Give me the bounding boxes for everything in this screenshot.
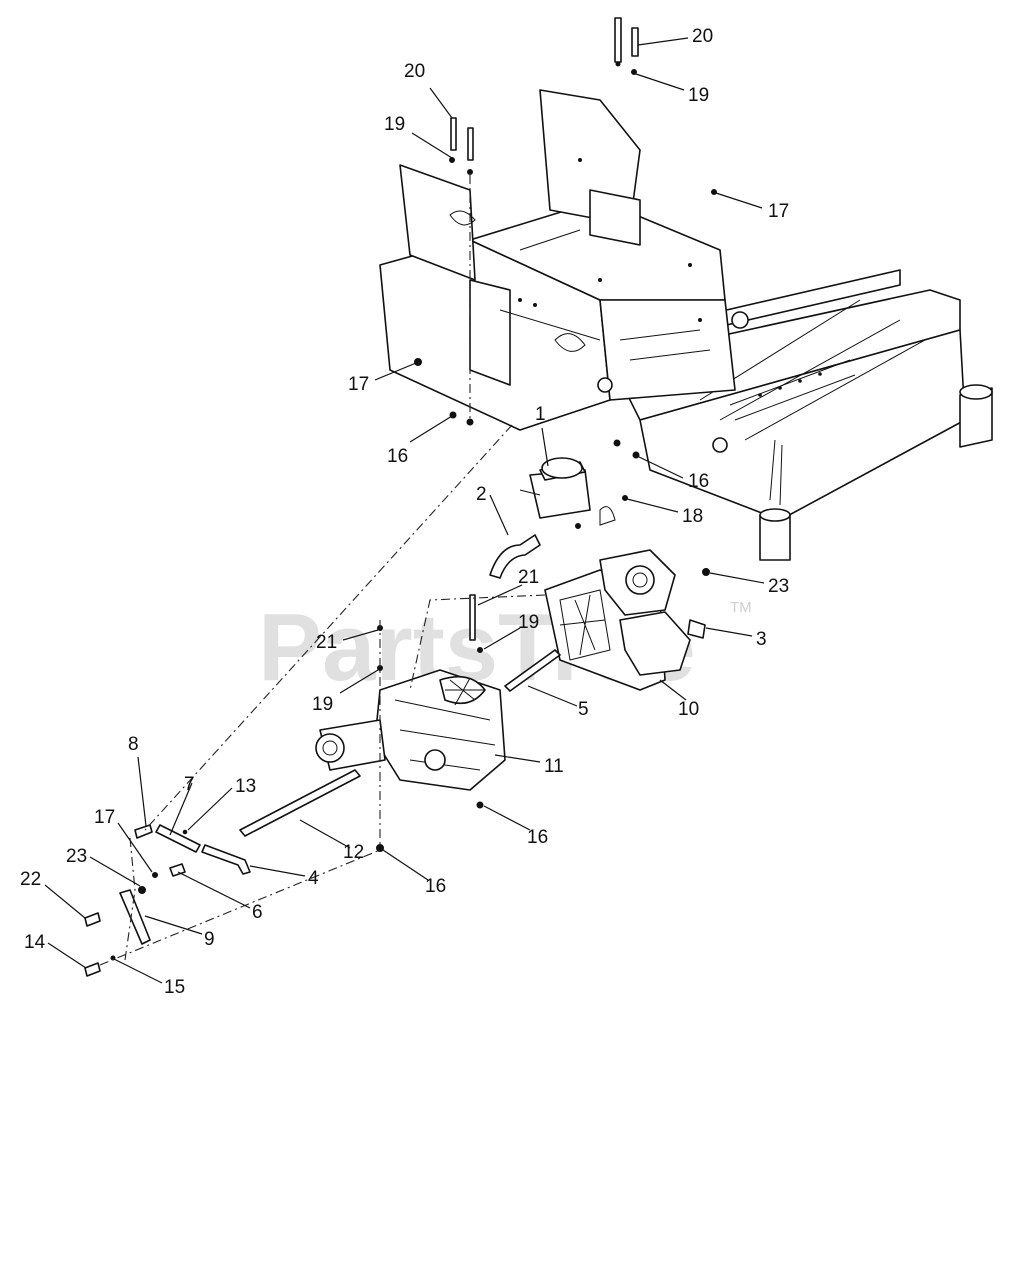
frame-bracket-top	[589, 189, 641, 246]
callout-15: 15	[164, 977, 185, 998]
callout-18: 18	[682, 506, 703, 527]
callout-19-left: 19	[384, 114, 405, 135]
control-rod-5	[504, 649, 561, 692]
caster-cup-top	[759, 508, 791, 522]
callout-2: 2	[476, 484, 487, 505]
callout-19-top: 19	[688, 85, 709, 106]
right-transaxle-motor	[619, 611, 691, 676]
nut-17-linkage	[152, 872, 158, 878]
fitting-3	[687, 619, 706, 639]
callout-17-right: 17	[768, 201, 789, 222]
callout-3: 3	[756, 629, 767, 650]
callout-19-left-trans: 19	[312, 694, 333, 715]
nut-19-top	[631, 69, 637, 75]
callout-17-linkage: 17	[94, 807, 115, 828]
nut-19-left-b	[467, 169, 473, 175]
callout-19-center: 19	[518, 612, 539, 633]
alignment-line-link	[124, 837, 136, 961]
frame-bracket-left	[469, 279, 511, 386]
nut-16-left-b	[466, 418, 474, 426]
seat-mount-plate-right	[539, 89, 641, 226]
bolt-20-top-b	[631, 27, 639, 57]
callout-14: 14	[24, 932, 46, 953]
callout-13: 13	[235, 776, 256, 797]
left-transaxle	[315, 594, 506, 852]
callout-16-trans: 16	[527, 827, 548, 848]
callout-20-left: 20	[404, 61, 425, 82]
frame-bushing-left	[597, 377, 613, 393]
bolt-14	[84, 962, 101, 977]
callout-21-center: 21	[518, 567, 539, 588]
callout-labels: 20 19 20 19 17 17 16 1 16 2 18 21 23 21 …	[20, 26, 789, 998]
nut-23-linkage	[138, 886, 146, 894]
washer-top	[615, 61, 621, 67]
callout-23-right: 23	[768, 576, 789, 597]
callout-12: 12	[343, 842, 364, 863]
callout-11: 11	[544, 756, 564, 777]
callout-4: 4	[308, 868, 319, 889]
callout-16-left: 16	[387, 446, 408, 467]
callout-23-linkage: 23	[66, 846, 87, 867]
screw-18	[622, 495, 628, 501]
callout-8: 8	[128, 734, 139, 755]
control-linkage	[84, 824, 251, 977]
callout-17-left: 17	[348, 374, 369, 395]
bolt-20-left-b	[467, 127, 474, 161]
callout-22: 22	[20, 869, 41, 890]
nut-23-right	[702, 568, 710, 576]
oil-reservoir	[519, 457, 616, 529]
nut-16-trans	[476, 801, 484, 809]
right-transaxle	[544, 549, 710, 691]
link-4	[201, 844, 251, 875]
callout-20-top: 20	[692, 26, 713, 47]
nut-16-lower	[376, 844, 384, 852]
link-7	[155, 824, 201, 853]
callout-9: 9	[204, 929, 215, 950]
bolt-20-left	[450, 117, 457, 151]
hydraulic-hose	[489, 534, 541, 579]
lever-9	[119, 889, 151, 945]
alignment-line-trans	[409, 594, 546, 691]
callout-7: 7	[184, 774, 195, 795]
seat-mount-plate-left	[399, 164, 476, 281]
frame-assembly	[379, 89, 993, 561]
leader-lines	[44, 37, 765, 984]
link-8	[134, 824, 153, 839]
reservoir-cap	[541, 457, 583, 479]
bolt-21-center	[469, 594, 476, 641]
callout-6: 6	[252, 902, 263, 923]
watermark-trademark: TM	[730, 599, 752, 616]
callout-21-left: 21	[316, 632, 337, 653]
frame-hardware	[414, 17, 717, 501]
alignment-line-frame	[144, 424, 513, 831]
nut-17-left	[414, 358, 422, 366]
bolt-20-top	[614, 17, 622, 63]
callout-5: 5	[578, 699, 589, 720]
frame-bushing-right	[731, 311, 749, 329]
nut-17-top	[711, 189, 717, 195]
caster-tube-top	[959, 384, 993, 400]
callout-16-lower: 16	[425, 876, 446, 897]
bolt-22	[84, 912, 101, 927]
callout-1: 1	[535, 404, 546, 425]
nut-19-left	[449, 157, 455, 163]
nut-16-mid	[613, 439, 621, 447]
frame-bushing-lower	[712, 437, 728, 453]
chassis-side-plate	[599, 299, 736, 401]
pin-13	[182, 829, 188, 835]
callout-16-mid: 16	[688, 471, 709, 492]
alignment-line-lower	[99, 849, 381, 966]
nut-19-center	[477, 647, 483, 653]
control-rod-12	[239, 769, 361, 837]
callout-10: 10	[678, 699, 699, 720]
